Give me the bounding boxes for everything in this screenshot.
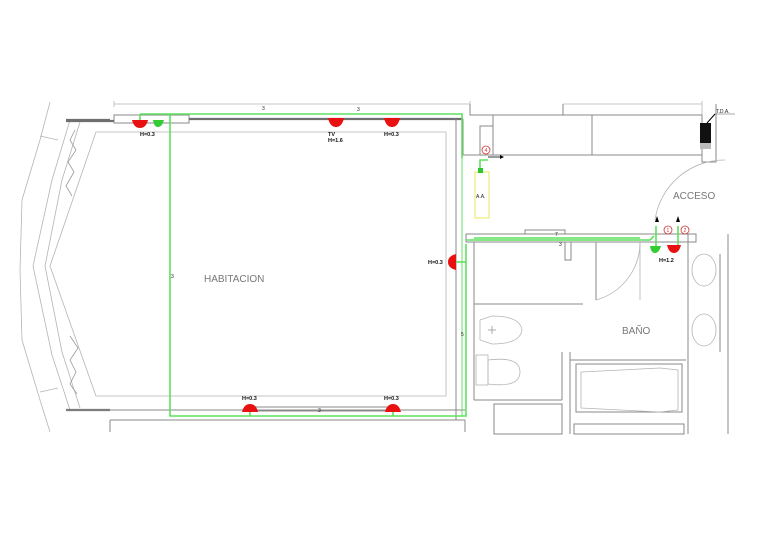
panel-tda — [700, 123, 711, 143]
toilet-icon — [475, 354, 521, 386]
outlet-o6: H=0.3 — [384, 396, 401, 412]
svg-text:H=0.3: H=0.3 — [242, 396, 257, 402]
bathroom-walls — [465, 229, 729, 435]
svg-text:H=1.6: H=1.6 — [328, 138, 343, 144]
circuit-tag-2: 2 — [676, 216, 690, 235]
outlet-o1: H=0.3 — [132, 120, 164, 138]
circuit-tag-1: 1 — [655, 216, 673, 235]
outlet-o7: H=1.2 — [650, 245, 681, 264]
outlet-o2: TV H=1.6 — [328, 118, 344, 144]
svg-text:1: 1 — [667, 228, 670, 234]
dimension-marks: 3 3 3 5 3 7 3 — [171, 106, 562, 414]
outlet-o4: H=0.3 — [428, 254, 456, 270]
room-label-acceso: ACCESO — [673, 191, 715, 202]
svg-text:5: 5 — [461, 332, 464, 338]
svg-text:7: 7 — [555, 232, 558, 238]
svg-text:H=1.2: H=1.2 — [659, 258, 674, 264]
svg-text:3: 3 — [318, 408, 321, 414]
svg-text:3: 3 — [357, 107, 360, 113]
svg-text:4: 4 — [485, 148, 488, 154]
room-label-bano: BAÑO — [622, 324, 651, 337]
bidet-icon — [479, 315, 523, 345]
outlet-o3: H=0.3 — [384, 118, 400, 138]
aa-unit: A.A. — [474, 168, 490, 219]
outlet-o5: H=0.3 — [242, 396, 258, 412]
closet-area: T.D.A. — [462, 104, 735, 221]
circuit-tag-4: 4 — [481, 145, 504, 159]
svg-text:TV: TV — [328, 132, 335, 138]
habitacion-walls — [66, 114, 466, 432]
panel-tda-label: T.D.A. — [716, 109, 730, 115]
svg-text:A.A.: A.A. — [476, 194, 485, 200]
svg-text:H=0.3: H=0.3 — [140, 132, 155, 138]
svg-text:H=0.3: H=0.3 — [428, 260, 443, 266]
room-label-habitacion: HABITACION — [204, 274, 264, 285]
top-dimension-line — [113, 101, 703, 160]
svg-text:H=0.3: H=0.3 — [384, 396, 399, 402]
svg-text:3: 3 — [559, 242, 562, 248]
svg-text:H=0.3: H=0.3 — [384, 132, 399, 138]
svg-text:3: 3 — [262, 106, 265, 112]
electrical-conduit — [139, 113, 679, 417]
svg-text:3: 3 — [171, 274, 174, 280]
bay-window — [19, 101, 110, 433]
svg-text:2: 2 — [684, 228, 687, 234]
